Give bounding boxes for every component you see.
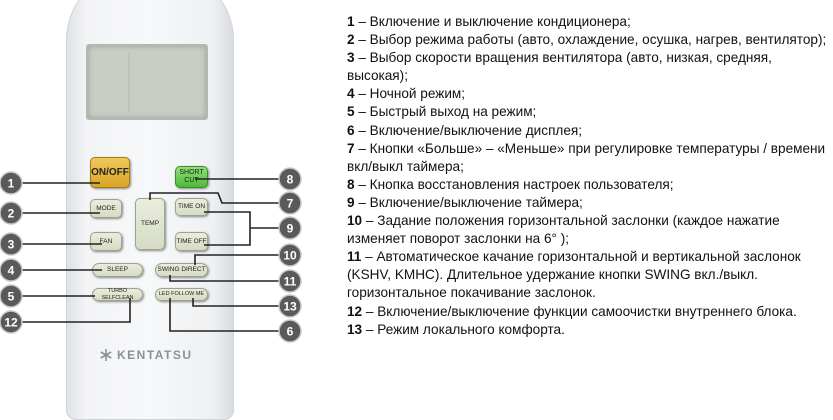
callout-marker: 8 — [278, 167, 302, 191]
legend-text: – Включение/выключение таймера; — [354, 194, 583, 210]
callout-circle — [278, 216, 302, 240]
legend-item: 4 – Ночной режим; — [347, 85, 827, 103]
callout-marker: 6 — [278, 319, 302, 343]
legend-number: 13 — [347, 321, 363, 337]
legend-number: 2 — [347, 32, 355, 48]
callout-marker: 12 — [0, 310, 23, 334]
legend-text: – Задание положения горизонтальной засло… — [347, 213, 780, 247]
callout-circle — [278, 269, 302, 293]
callout-marker: 9 — [278, 216, 302, 240]
callout-number: 10 — [283, 249, 297, 263]
callout-marker: 10 — [278, 243, 302, 267]
callout-marker: 4 — [0, 258, 23, 282]
legend-number: 11 — [347, 249, 362, 265]
legend-item: 9 – Включение/выключение таймера; — [347, 194, 827, 212]
legend-number: 1 — [347, 14, 355, 29]
legend-number: 3 — [347, 50, 355, 66]
lcd-display — [86, 44, 208, 120]
temp-button[interactable]: TEMP — [135, 198, 165, 250]
legend-text: – Ночной режим; — [354, 86, 466, 102]
callout-number: 6 — [287, 325, 294, 339]
legend-number: 6 — [347, 122, 355, 138]
callout-marker: 13 — [278, 294, 302, 318]
callout-marker: 7 — [278, 191, 302, 215]
callout-number: 12 — [4, 316, 18, 330]
snowflake-icon — [100, 349, 112, 361]
callout-circle — [0, 310, 23, 334]
callout-circle — [0, 258, 23, 282]
callout-number: 3 — [8, 238, 15, 252]
callout-number: 9 — [287, 222, 294, 236]
legend-text: – Включение/выключение функции самоочист… — [362, 303, 797, 319]
legend-number: 4 — [347, 86, 355, 102]
callout-circle — [0, 171, 23, 195]
callout-number: 5 — [8, 290, 15, 304]
swing-direct-button[interactable]: SWING DIRECT — [155, 263, 208, 277]
callout-marker: 1 — [0, 171, 23, 195]
legend-text: – Режим локального комфорта. — [362, 321, 565, 337]
legend-number: 10 — [347, 213, 363, 229]
legend-number: 12 — [347, 303, 363, 319]
callout-marker: 3 — [0, 232, 23, 256]
legend-text: – Кнопка восстановления настроек пользов… — [354, 176, 674, 192]
callout-number: 4 — [8, 264, 15, 278]
legend-item: 7 – Кнопки «Больше» – «Меньше» при регул… — [347, 140, 827, 176]
legend-number: 7 — [347, 140, 355, 156]
callout-circle — [278, 294, 302, 318]
legend-text: – Включение/выключение дисплея; — [354, 122, 583, 138]
callout-number: 11 — [284, 275, 297, 289]
callout-circle — [278, 243, 302, 267]
callout-circle — [0, 201, 23, 225]
legend-text: – Быстрый выход на режим; — [354, 104, 537, 120]
time-on-button[interactable]: TIME ON — [175, 198, 208, 216]
legend-text: – Выбор режима работы (авто, охлаждение,… — [354, 32, 827, 48]
callout-circle — [0, 232, 23, 256]
callout-number: 8 — [287, 173, 294, 187]
callout-marker: 5 — [0, 284, 23, 308]
button-legend: 1 – Включение и выключение кондиционера;… — [347, 13, 827, 339]
legend-item: 13 – Режим локального комфорта. — [347, 321, 827, 339]
callout-circle — [0, 284, 23, 308]
legend-number: 5 — [347, 104, 355, 120]
callout-number: 13 — [283, 300, 297, 314]
legend-item: 8 – Кнопка восстановления настроек польз… — [347, 176, 827, 194]
legend-item: 3 – Выбор скорости вращения вентилятора … — [347, 49, 827, 85]
time-off-button[interactable]: TIME OFF — [175, 232, 208, 251]
legend-text: – Выбор скорости вращения вентилятора (а… — [347, 50, 772, 84]
callout-circle — [278, 319, 302, 343]
callout-number: 2 — [8, 207, 15, 221]
callout-number: 7 — [287, 197, 294, 211]
legend-text: – Кнопки «Больше» – «Меньше» при регулир… — [347, 140, 826, 174]
legend-item: 6 – Включение/выключение дисплея; — [347, 122, 827, 140]
brand-name: KENTATSU — [117, 348, 193, 362]
legend-text: – Включение и выключение кондиционера; — [354, 14, 631, 29]
legend-number: 9 — [347, 194, 355, 210]
legend-number: 8 — [347, 176, 355, 192]
on-off-button[interactable]: ON/OFF — [90, 157, 130, 188]
brand-logo: KENTATSU — [100, 348, 193, 362]
legend-item: 5 – Быстрый выход на режим; — [347, 103, 827, 121]
legend-item: 11 – Автоматическое качание горизонтальн… — [347, 248, 827, 302]
short-cut-button[interactable]: SHORT CUT — [175, 166, 208, 188]
legend-item: 1 – Включение и выключение кондиционера; — [347, 13, 827, 31]
callout-circle — [278, 191, 302, 215]
legend-item: 2 – Выбор режима работы (авто, охлаждени… — [347, 31, 827, 49]
callout-marker: 11 — [278, 269, 302, 293]
legend-item: 12 – Включение/выключение функции самооч… — [347, 303, 827, 321]
legend-item: 10 – Задание положения горизонтальной за… — [347, 212, 827, 248]
turbo-selfclean-button[interactable]: TURBO SELFCLEAN — [92, 288, 143, 301]
led-follow-me-button[interactable]: LED FOLLOW ME — [155, 288, 208, 301]
legend-text: – Автоматическое качание горизонтальной … — [347, 249, 801, 301]
callout-number: 1 — [8, 177, 15, 191]
callout-circle — [278, 167, 302, 191]
callout-marker: 2 — [0, 201, 23, 225]
fan-button[interactable]: FAN — [90, 232, 122, 251]
